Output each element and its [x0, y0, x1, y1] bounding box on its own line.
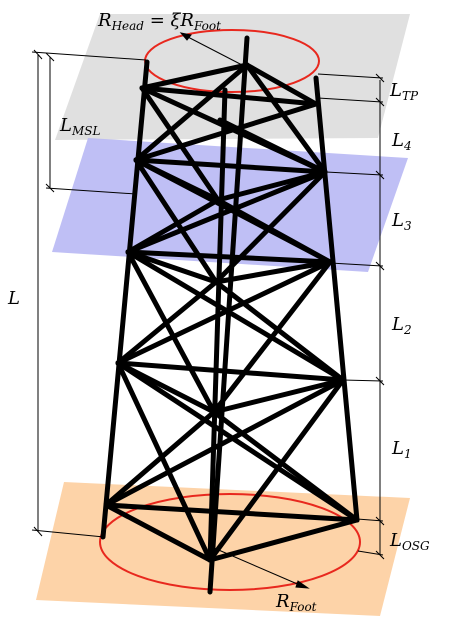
l4-label: L4: [391, 130, 412, 153]
l-total-label: L: [7, 288, 20, 309]
foot-circle: [99, 493, 361, 591]
foot-radius-arrow: [213, 547, 310, 589]
head-radius-arrow: [179, 32, 245, 67]
l-msl-label: LMSL: [59, 115, 100, 138]
l2-label: L2: [391, 314, 412, 337]
r-foot-label: RFoot: [275, 591, 317, 614]
l-osg-label: LOSG: [389, 530, 430, 553]
r-head-label: RHead = ξRFoot: [97, 10, 221, 33]
l3-label: L3: [391, 210, 412, 233]
l1-label: L1: [391, 438, 412, 461]
l-tp-label: LTP: [389, 80, 419, 103]
jacket-lattice: [100, 35, 360, 595]
dimension-lines: [31, 49, 385, 560]
